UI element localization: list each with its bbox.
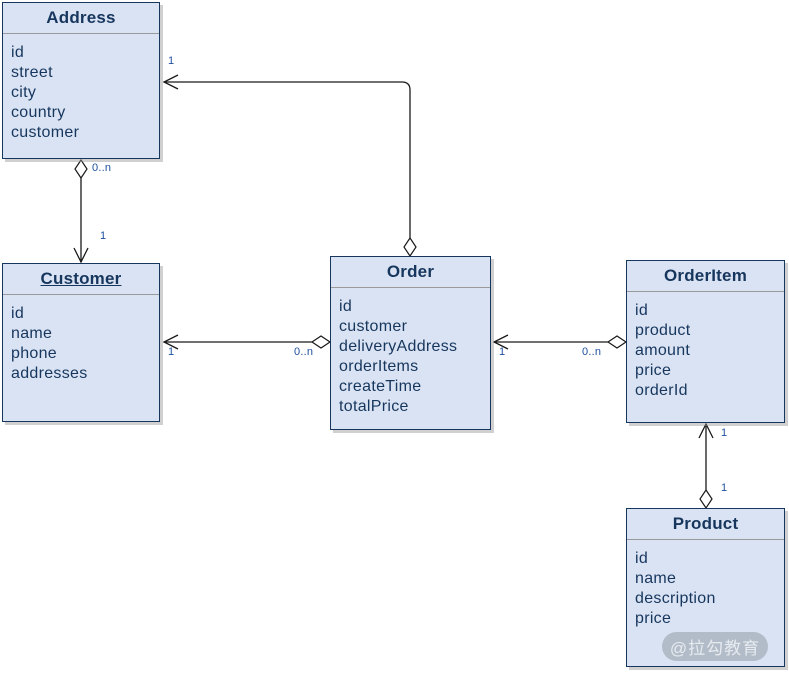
- aggregation-diamond: [606, 335, 628, 349]
- entity-field: id: [635, 550, 649, 567]
- watermark-badge: @拉勾教育: [662, 632, 768, 661]
- entity-customer: Customer id name phone addresses: [2, 263, 160, 422]
- entity-fields: id name description price: [627, 540, 784, 629]
- aggregation-diamond: [74, 158, 88, 180]
- connector-product-orderitem: [698, 422, 714, 510]
- entity-field: amount: [635, 342, 691, 359]
- entity-field: product: [635, 322, 691, 339]
- entity-title: Address: [46, 8, 116, 27]
- entity-header: Product: [627, 509, 784, 540]
- multiplicity-label: 0..n: [294, 346, 314, 358]
- entity-field: name: [635, 570, 677, 587]
- entity-header: Order: [331, 257, 490, 288]
- entity-field: addresses: [11, 365, 88, 382]
- aggregation-diamond: [699, 488, 713, 510]
- multiplicity-label: 0..n: [582, 346, 602, 358]
- entity-field: price: [635, 610, 672, 627]
- entity-header: OrderItem: [627, 261, 784, 292]
- entity-field: orderItems: [339, 358, 419, 375]
- entity-field: deliveryAddress: [339, 338, 458, 355]
- connector-order-address: [162, 74, 417, 258]
- entity-orderitem: OrderItem id product amount price orderId: [626, 260, 785, 423]
- entity-fields: id product amount price orderId: [627, 292, 784, 401]
- entity-header: Address: [3, 3, 159, 34]
- entity-field: description: [635, 590, 716, 607]
- arrowhead: [73, 247, 89, 264]
- entity-field: id: [11, 44, 25, 61]
- entity-field: id: [635, 302, 649, 319]
- entity-fields: id street city country customer: [3, 34, 159, 143]
- entity-title: Order: [386, 262, 435, 281]
- entity-field: phone: [11, 345, 57, 362]
- entity-field: street: [11, 64, 53, 81]
- entity-fields: id name phone addresses: [3, 295, 159, 384]
- entity-title: Product: [672, 514, 739, 533]
- connector-orderitem-order: [492, 334, 628, 350]
- arrowhead: [162, 74, 179, 90]
- entity-title: OrderItem: [663, 266, 748, 285]
- entity-field: name: [11, 325, 53, 342]
- entity-header: Customer: [3, 264, 159, 295]
- multiplicity-label: 0..n: [92, 162, 112, 174]
- entity-field: createTime: [339, 378, 422, 395]
- multiplicity-label: 1: [168, 346, 175, 358]
- multiplicity-label: 1: [721, 427, 728, 439]
- connector-line: [164, 81, 411, 238]
- multiplicity-label: 1: [168, 55, 175, 67]
- multiplicity-label: 1: [499, 346, 506, 358]
- entity-field: id: [339, 298, 353, 315]
- multiplicity-label: 1: [721, 482, 728, 494]
- entity-order: Order id customer deliveryAddress orderItem…: [330, 256, 491, 430]
- entity-field: country: [11, 104, 66, 121]
- entity-fields: id customer deliveryAddress orderItems creat…: [331, 288, 490, 417]
- entity-field: totalPrice: [339, 398, 409, 415]
- multiplicity-label: 1: [100, 230, 107, 242]
- aggregation-diamond: [403, 236, 417, 258]
- aggregation-diamond: [310, 335, 332, 349]
- entity-field: customer: [11, 124, 80, 141]
- entity-field: id: [11, 305, 25, 322]
- entity-field: customer: [339, 318, 408, 335]
- entity-field: orderId: [635, 382, 688, 399]
- arrowhead: [698, 422, 714, 439]
- entity-field: city: [11, 84, 37, 101]
- entity-title: Customer: [40, 269, 122, 288]
- entity-field: price: [635, 362, 672, 379]
- connector-address-customer: [73, 158, 89, 264]
- entity-address: Address id street city country customer: [2, 2, 160, 159]
